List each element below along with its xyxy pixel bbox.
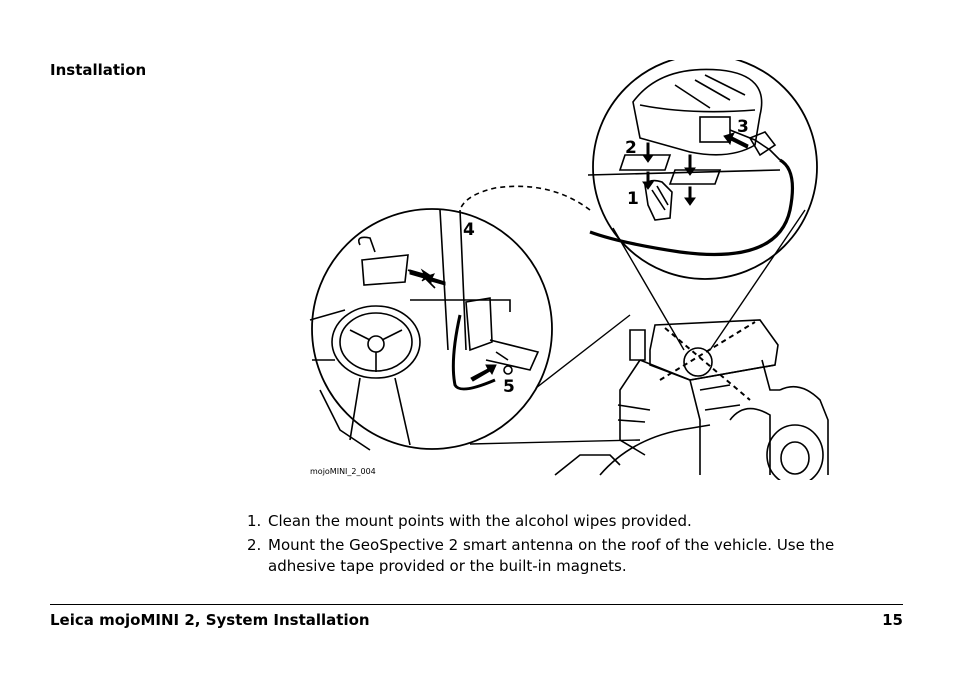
callout-3: 3 (737, 117, 749, 137)
step-number: 1. (247, 512, 262, 530)
roof-mount-point (683, 347, 713, 377)
figure-code: mojoMINI_2_004 (310, 467, 376, 476)
antenna-detail-callout (587, 60, 818, 351)
step-item: 2. Mount the GeoSpective 2 smart antenna… (247, 535, 887, 577)
callout-4: 4 (463, 220, 475, 240)
tractor-drawing (554, 319, 829, 480)
installation-illustration: 1 2 3 4 5 mojoMINI_2_004 (300, 60, 840, 480)
antenna-cable (589, 158, 794, 257)
instruction-steps: 1. Clean the mount points with the alcoh… (247, 511, 887, 580)
section-heading: Installation (50, 61, 147, 79)
step-item: 1. Clean the mount points with the alcoh… (247, 511, 887, 532)
footer-title: Leica mojoMINI 2, System Installation (50, 611, 370, 629)
cab-detail-callout (309, 208, 641, 451)
illustration-svg: 1 2 3 4 5 mojoMINI_2_004 (309, 60, 829, 480)
step-number: 2. (247, 536, 262, 554)
callout-5: 5 (503, 377, 515, 397)
callout-2: 2 (625, 138, 637, 158)
footer-divider (50, 604, 903, 605)
direction-arrows (409, 132, 749, 382)
step-text: Clean the mount points with the alcohol … (268, 512, 692, 530)
page-number: 15 (882, 611, 903, 629)
cable-route-dashed (459, 185, 591, 211)
step-text: Mount the GeoSpective 2 smart antenna on… (268, 536, 835, 575)
callout-1: 1 (627, 189, 639, 209)
